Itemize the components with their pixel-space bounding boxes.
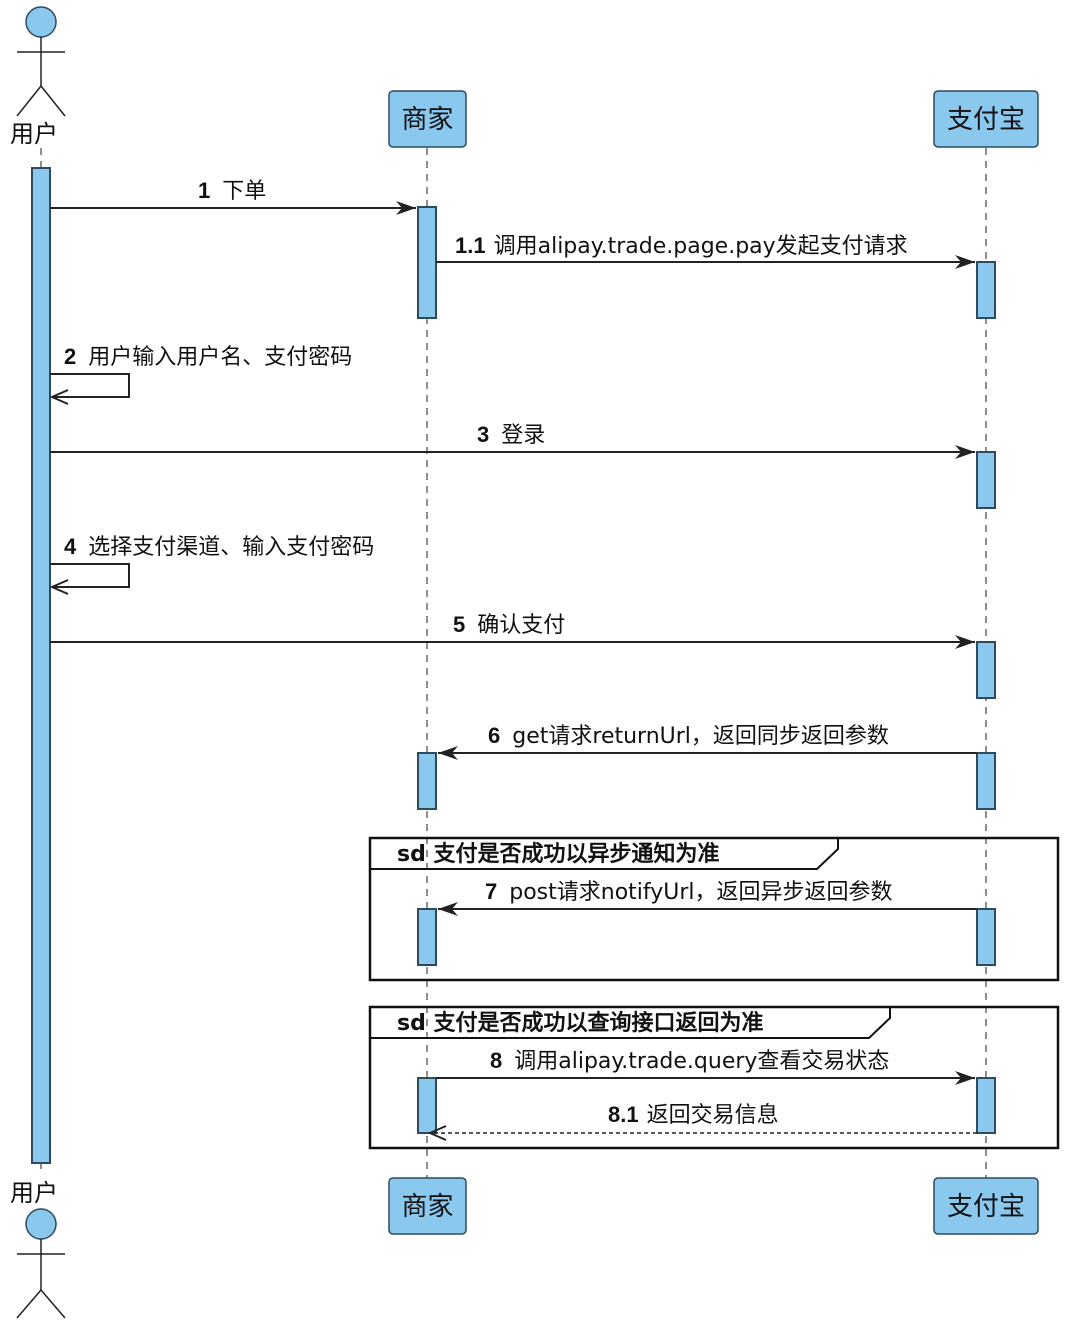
message-1-number: 1 — [198, 178, 210, 203]
activation-alipay-1 — [976, 261, 996, 319]
svg-text:3登录: 3 登录 — [477, 422, 545, 448]
message-1-text: 下单 — [222, 179, 266, 204]
message-7-text: post请求notifyUrl，返回异步返回参数 — [509, 880, 892, 905]
participant-merchant-bottom: 商家 — [388, 1177, 467, 1235]
actor-user-bottom-label: 用户 — [10, 1179, 58, 1207]
message-5: 5 确认支付 — [50, 612, 975, 649]
activation-alipay-7 — [976, 908, 996, 966]
message-2: 2 用户输入用户名、支付密码 — [50, 344, 352, 397]
frame-query: sd 支付是否成功以查询接口返回为准 — [368, 1005, 1060, 1150]
participant-merchant-bottom-label: 商家 — [401, 1192, 453, 1222]
message-4-number: 4 — [64, 534, 77, 559]
message-2-text: 用户输入用户名、支付密码 — [88, 345, 352, 370]
frame-async: sd 支付是否成功以异步通知为准 — [368, 836, 1060, 982]
message-4-text: 选择支付渠道、输入支付密码 — [88, 535, 374, 560]
actor-user-top: 用户 — [10, 6, 66, 148]
participant-alipay-top: 支付宝 — [933, 90, 1039, 148]
message-1-1-text: 调用alipay.trade.page.pay发起支付请求 — [494, 234, 908, 259]
activation-merchant-8 — [417, 1077, 437, 1134]
message-8-number: 8 — [490, 1048, 502, 1073]
activation-alipay-3 — [976, 451, 996, 509]
participant-alipay-top-label: 支付宝 — [947, 105, 1025, 135]
actor-user-bottom-icon — [16, 1208, 66, 1319]
message-3: 3 登录 — [50, 422, 975, 459]
message-6: 6 get请求returnUrl，返回同步返回参数 — [438, 723, 977, 760]
actor-user-top-label: 用户 — [10, 120, 58, 148]
message-6-number: 6 — [488, 723, 500, 748]
message-3-number: 3 — [477, 422, 489, 447]
activation-merchant-7 — [417, 908, 437, 966]
message-1: 1 下单 — [50, 178, 416, 215]
activation-merchant-1 — [417, 206, 437, 319]
message-8: 8 调用alipay.trade.query查看交易状态 — [436, 1048, 975, 1085]
participant-merchant-top: 商家 — [388, 90, 467, 148]
message-3-text: 登录 — [501, 423, 545, 448]
activation-alipay-5 — [976, 641, 996, 699]
participant-alipay-bottom-label: 支付宝 — [947, 1192, 1025, 1222]
activation-alipay-6 — [976, 752, 996, 810]
message-8-text: 调用alipay.trade.query查看交易状态 — [514, 1049, 889, 1074]
actor-user-bottom: 用户 — [10, 1179, 66, 1319]
activation-user — [31, 167, 51, 1164]
participant-alipay-bottom: 支付宝 — [933, 1177, 1039, 1235]
message-5-number: 5 — [453, 612, 465, 637]
message-8-1: 8.1 返回交易信息 — [430, 1102, 977, 1133]
message-6-text: get请求returnUrl，返回同步返回参数 — [512, 724, 889, 749]
message-2-number: 2 — [64, 344, 76, 369]
message-7-number: 7 — [485, 879, 497, 904]
activation-merchant-6 — [417, 752, 437, 810]
message-1-1: 1.1 调用alipay.trade.page.pay发起支付请求 — [436, 233, 975, 269]
activation-bars — [31, 167, 996, 1164]
activation-alipay-8 — [976, 1077, 996, 1134]
message-5-text: 确认支付 — [477, 613, 565, 638]
frame-query-label: sd 支付是否成功以查询接口返回为准 — [397, 1010, 764, 1036]
message-1-1-number: 1.1 — [455, 233, 486, 258]
frame-async-label: sd 支付是否成功以异步通知为准 — [397, 841, 720, 867]
message-4: 4 选择支付渠道、输入支付密码 — [50, 534, 374, 587]
participant-merchant-top-label: 商家 — [401, 105, 453, 135]
actor-user-top-icon — [16, 6, 66, 117]
message-8-1-number: 8.1 — [608, 1102, 639, 1127]
svg-text:1下单: 1 下单 — [198, 178, 266, 204]
message-8-1-text: 返回交易信息 — [647, 1103, 779, 1128]
message-7: 7 post请求notifyUrl，返回异步返回参数 — [438, 879, 977, 916]
